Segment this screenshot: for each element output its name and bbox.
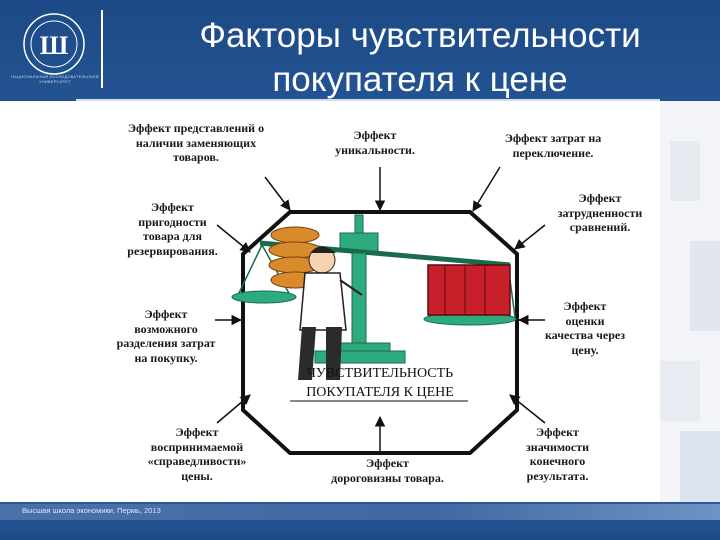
slide-title-line-1: Факторы чувствительности (199, 16, 641, 55)
arrow-reserve (216, 224, 251, 253)
footer-text: Высшая школа экономики, Пермь, 2013 (22, 506, 161, 515)
hse-logo: Ш (14, 10, 94, 90)
factor-fairness: Эффект воспринимаемой «справедливости» ц… (147, 425, 247, 483)
factor-comparison: Эффект затрудненности сравнений. (557, 191, 643, 234)
arrow-fairness (216, 394, 251, 424)
right-decoration (660, 101, 720, 502)
logo-emblem-letter: Ш (40, 31, 69, 60)
center-label-line-2: ПОКУПАТЕЛЯ К ЦЕНЕ (306, 385, 454, 400)
center-label-line-1: ЧУВСТВИТЕЛЬНОСТЬ (307, 366, 453, 381)
buyer-figure-illustration (298, 246, 363, 380)
factor-cost-sharing: Эффект возможного разделения затрат на п… (116, 307, 216, 365)
arrow-switching (472, 166, 501, 212)
arrow-substitutes (264, 176, 291, 211)
factor-diagram: ЧУВСТВИТЕЛЬНОСТЬ ПОКУПАТЕЛЯ К ЦЕНЕ (215, 166, 546, 455)
logo-caption: НАЦИОНАЛЬНЫЙ ИССЛЕДОВАТЕЛЬСКИЙ УНИВЕРСИТ… (11, 74, 99, 84)
factor-switching: Эффект затрат на переключение. (504, 131, 602, 160)
arrow-end-benefit (509, 394, 546, 424)
factor-reserve: Эффект пригодности товара для резервиров… (127, 200, 218, 258)
title-rule (76, 99, 660, 101)
arrow-comparison (514, 224, 546, 250)
header-bar (0, 0, 720, 100)
slide-title: Факторы чувствительности покупателя к це… (120, 14, 710, 102)
factor-end-benefit: Эффект значимости конечного результата. (525, 425, 590, 483)
factor-expensiveness: Эффект дороговизны товара. (331, 456, 444, 485)
logo-divider (101, 10, 103, 88)
factor-quality: Эффект оценки качества через цену. (544, 299, 626, 357)
factor-uniqueness: Эффект уникальности. (335, 128, 415, 157)
footer-strip (0, 504, 720, 520)
slide-title-line-2: покупателя к цене (272, 60, 568, 99)
factor-substitutes: Эффект представлений о наличии заменяющи… (127, 121, 265, 164)
